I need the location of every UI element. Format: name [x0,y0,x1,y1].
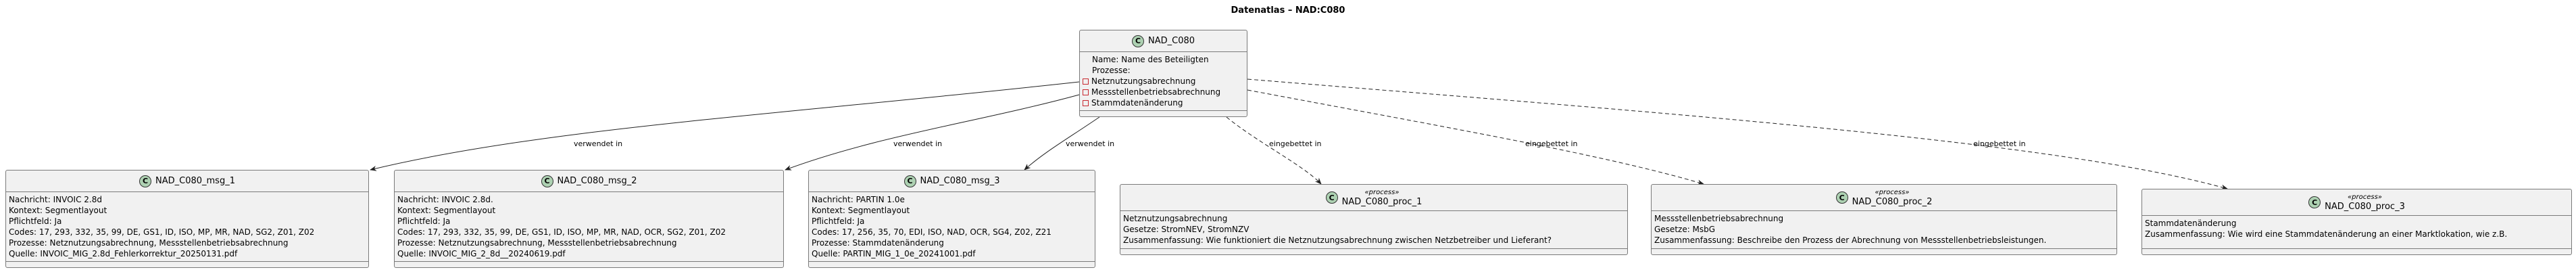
edge-embedded-proc-3 [1247,78,2228,190]
class-name: NAD_C080_proc_3 [2325,202,2405,212]
class-name: NAD_C080 [1147,35,1195,46]
private-field-icon [1083,89,1089,95]
attr-name: Name: Name des Beteiligten [1092,55,1209,64]
class-header: C NAD_C080_msg_1 [6,171,368,192]
class-name: NAD_C080_msg_1 [155,175,235,186]
diagram-title: Datenatlas – NAD:C080 [1231,5,1345,16]
proc-line: Zusammenfassung: Beschreibe den Prozess … [1654,235,2047,245]
msg-line: Nachricht: PARTIN 1.0e [812,195,905,204]
class-header: C «process»NAD_C080_proc_2 [1652,185,2116,211]
class-name: NAD_C080_proc_2 [1852,197,1933,207]
msg-line: Quelle: INVOIC_MIG_2_8d__20240619.pdf [397,249,566,258]
class-icon: C [139,175,151,187]
proc-line: Zusammenfassung: Wie funktioniert die Ne… [1123,235,1552,245]
msg-line: Quelle: PARTIN_MIG_1_0e_20241001.pdf [812,249,976,258]
class-footer-divider [6,261,368,262]
msg-line: Kontext: Segmentlayout [397,206,496,215]
msg-line: Codes: 17, 293, 332, 35, 99, DE, GS1, ID… [397,227,726,237]
msg-line: Prozesse: Netznutzungsabrechnung, Messst… [9,238,289,248]
class-header: C «process»NAD_C080_proc_3 [2142,189,2571,216]
msg-line: Pflichtfeld: Ja [397,217,451,226]
class-icon: C [2308,196,2321,208]
process-item: Messstellenbetriebsabrechnung [1083,87,1244,97]
class-name: NAD_C080_proc_1 [1341,197,1422,207]
class-proc-1[interactable]: C «process»NAD_C080_proc_1 Netznutzungsab… [1120,184,1628,255]
msg-line: Quelle: INVOIC_MIG_2.8d_Fehlerkorrektur_… [9,249,238,258]
msg-line: Pflichtfeld: Ja [812,217,865,226]
process-name: Messstellenbetriebsabrechnung [1091,87,1221,97]
class-icon: C [1835,191,1848,204]
edge-label-uses-2: verwendet in [893,139,943,148]
msg-line: Codes: 17, 293, 332, 35, 99, DE, GS1, ID… [9,227,315,237]
class-header: C NAD_C080_msg_3 [809,171,1095,192]
private-field-icon [1083,100,1089,106]
class-name: NAD_C080_msg_2 [557,175,637,186]
edge-uses-msg-3 [1024,116,1100,171]
process-item: Stammdatenänderung [1083,97,1244,108]
edge-label-embedded-2: eingebettet in [1525,139,1578,148]
class-proc-3[interactable]: C «process»NAD_C080_proc_3 Stammdatenände… [2141,189,2572,255]
class-nad-c080[interactable]: C NAD_C080 Name: Name des Beteiligten Pr… [1079,30,1247,117]
class-footer-divider [1120,248,1627,249]
edge-embedded-proc-2 [1247,89,1704,185]
class-footer-divider [395,261,783,262]
msg-line: Prozesse: Stammdatenänderung [812,238,944,248]
proc-line: Gesetze: StromNEV, StromNZV [1123,225,1249,234]
class-icon: C [1325,191,1338,204]
class-name: NAD_C080_msg_3 [920,175,1000,186]
msg-line: Codes: 17, 256, 35, 70, EDI, ISO, NAD, O… [812,227,1051,237]
class-header: C NAD_C080 [1080,30,1247,52]
attr-prozesse: Prozesse: [1092,66,1131,75]
edge-label-embedded-1: eingebettet in [1269,139,1322,148]
class-msg-3[interactable]: C NAD_C080_msg_3 Nachricht: PARTIN 1.0e K… [808,170,1095,268]
edge-label-uses-1: verwendet in [574,139,623,148]
msg-line: Kontext: Segmentlayout [9,206,107,215]
class-icon: C [1131,35,1144,47]
edge-embedded-proc-1 [1226,116,1322,185]
class-footer-divider [2142,248,2571,249]
class-icon: C [903,175,916,187]
msg-line: Prozesse: Netznutzungsabrechnung, Messst… [397,238,677,248]
edge-label-uses-3: verwendet in [1066,139,1115,148]
edge-uses-msg-2 [785,94,1080,171]
class-icon: C [541,175,553,187]
edge-uses-msg-1 [370,81,1080,171]
proc-line: Messstellenbetriebsabrechnung [1654,214,1784,223]
process-name: Stammdatenänderung [1091,98,1183,108]
proc-line: Gesetze: MsbG [1654,225,1716,234]
stereotype: «process» [1364,189,1400,196]
class-footer-divider [809,261,1095,262]
class-proc-2[interactable]: C «process»NAD_C080_proc_2 Messstellenbet… [1651,184,2117,255]
process-item: Netznutzungsabrechnung [1083,76,1244,87]
msg-line: Nachricht: INVOIC 2.8d [9,195,102,204]
private-field-icon [1083,78,1089,85]
class-header: C NAD_C080_msg_2 [395,171,783,192]
msg-line: Kontext: Segmentlayout [812,206,910,215]
proc-line: Netznutzungsabrechnung [1123,214,1228,223]
stereotype: «process» [2347,194,2382,201]
class-footer-divider [1652,248,2116,249]
stereotype: «process» [1875,189,1910,196]
proc-line: Stammdatenänderung [2145,219,2237,228]
class-header: C «process»NAD_C080_proc_1 [1120,185,1627,211]
edge-label-embedded-3: eingebettet in [1973,139,2026,148]
process-name: Netznutzungsabrechnung [1091,76,1196,86]
proc-line: Zusammenfassung: Wie wird eine Stammdate… [2145,229,2508,239]
msg-line: Pflichtfeld: Ja [9,217,62,226]
class-footer-divider [1080,110,1247,111]
msg-line: Nachricht: INVOIC 2.8d. [397,195,493,204]
class-msg-1[interactable]: C NAD_C080_msg_1 Nachricht: INVOIC 2.8d K… [5,170,369,268]
